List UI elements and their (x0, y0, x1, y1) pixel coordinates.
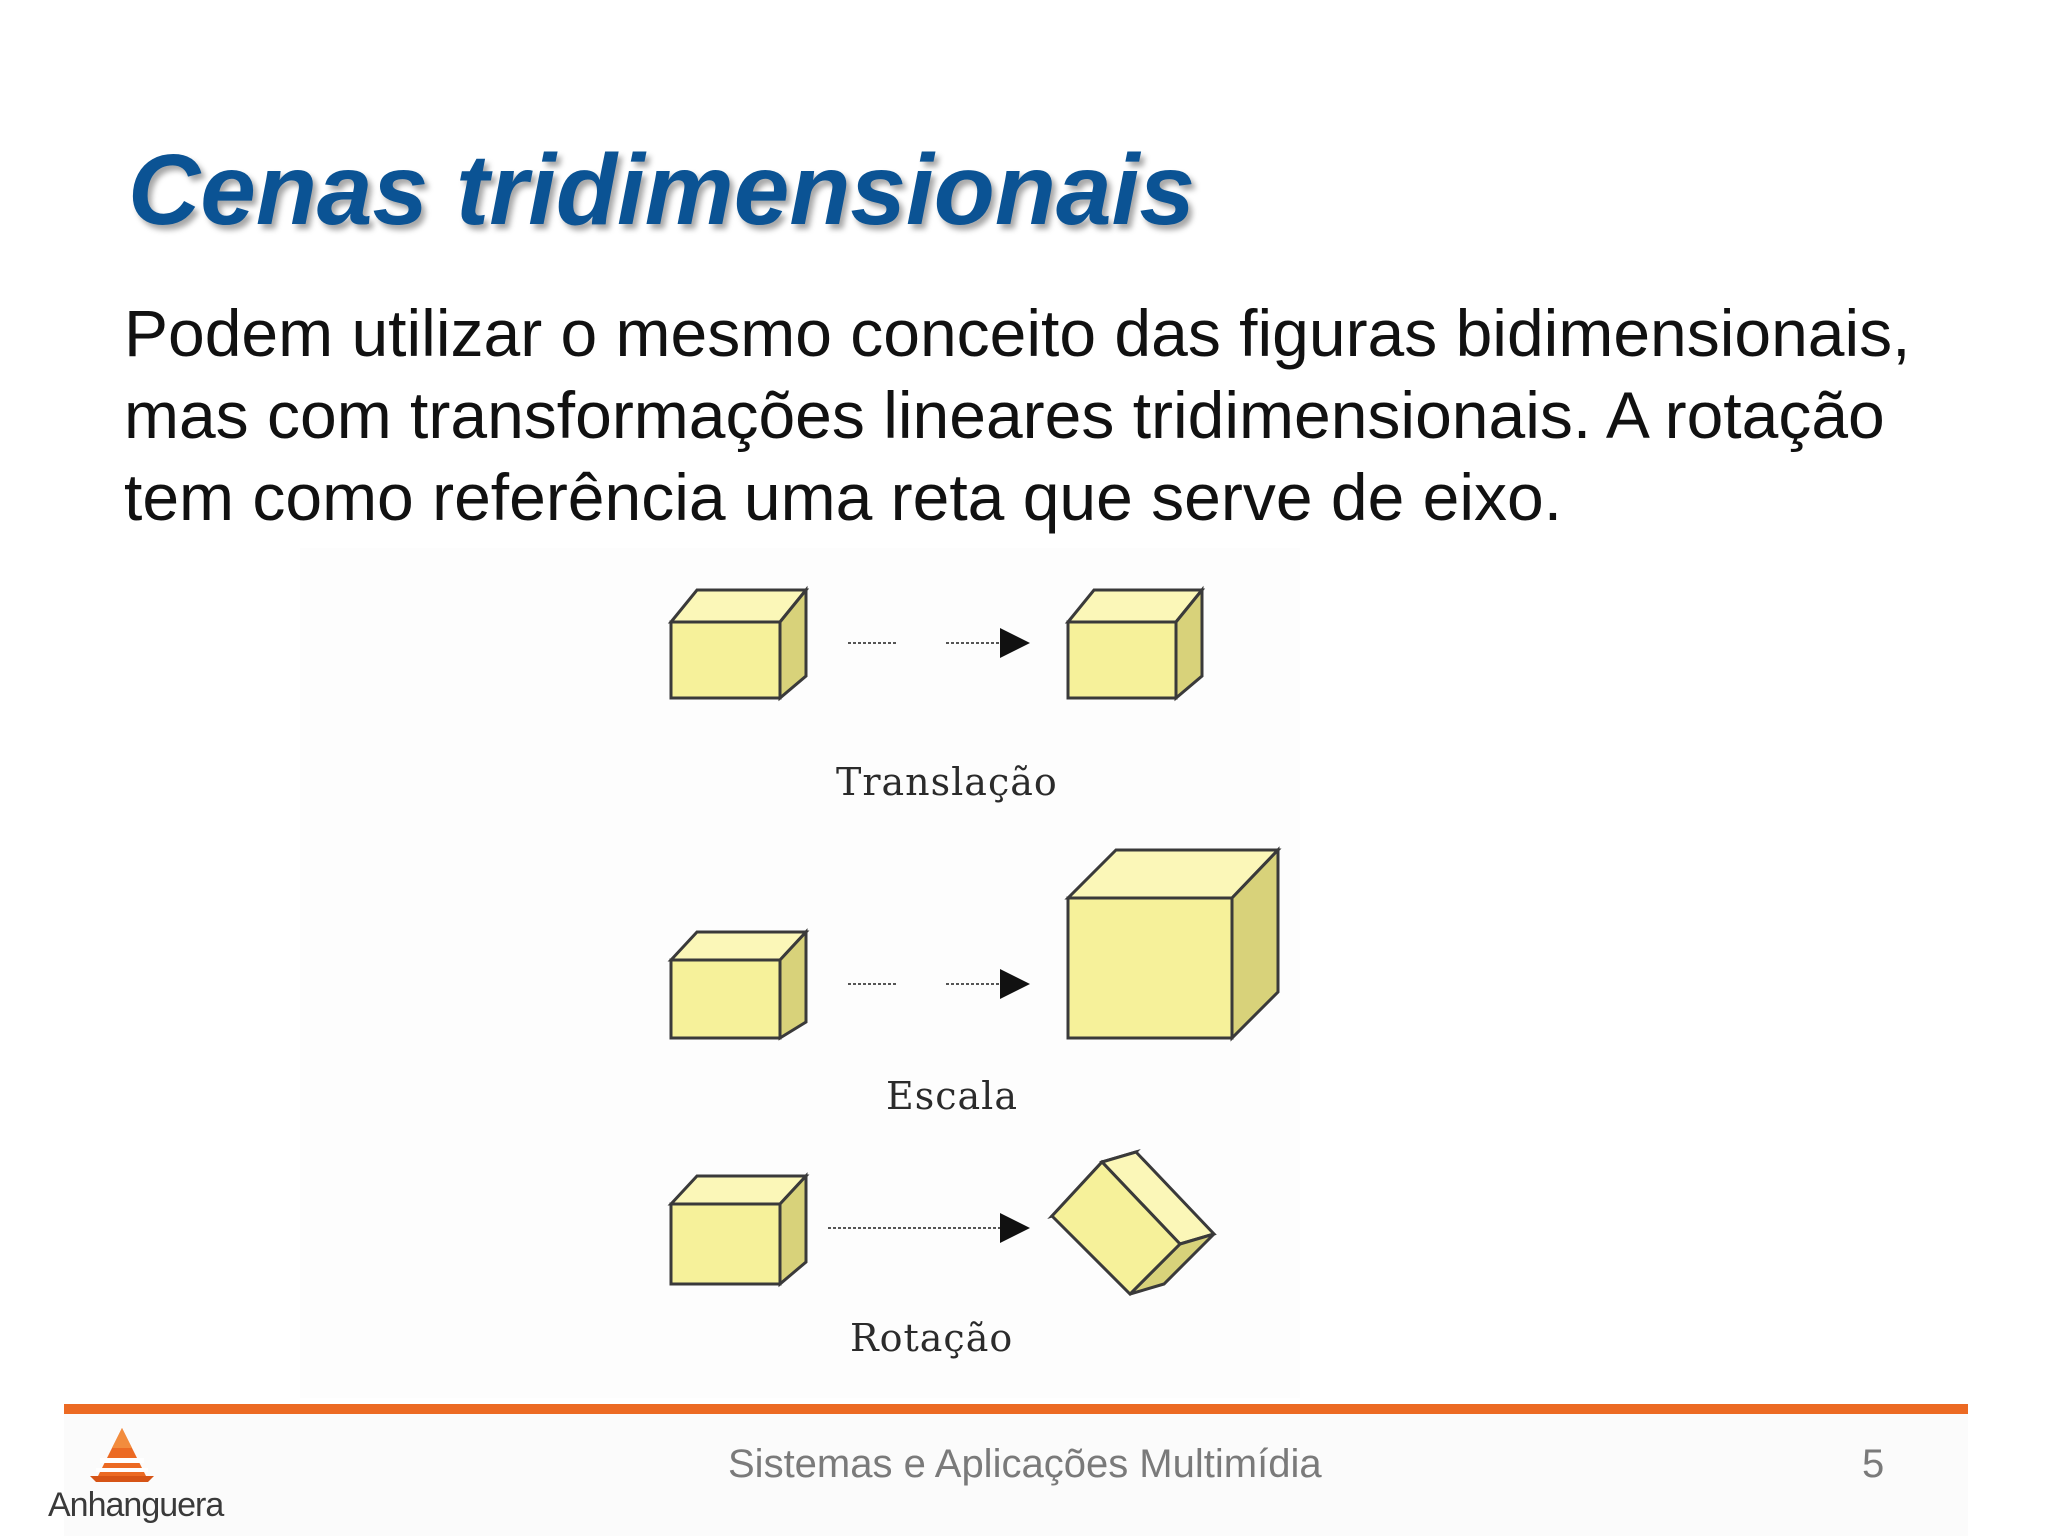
slide-title: Cenas tridimensionais (128, 134, 1195, 246)
scale-label: Escala (886, 1074, 1018, 1118)
translation-label: Translação (836, 760, 1058, 804)
footer-divider (64, 1404, 1968, 1414)
footer-course-title: Sistemas e Aplicações Multimídia (728, 1442, 1322, 1486)
scale-arrow-right-icon (1000, 969, 1030, 999)
page-number: 5 (1862, 1442, 1885, 1486)
scale-source-cube-icon (667, 928, 810, 1041)
translation-arrow-right-icon (1000, 628, 1030, 658)
rotation-target-cube-icon (1047, 1149, 1217, 1297)
scale-target-cube-icon (1064, 846, 1282, 1042)
footer-background (64, 1414, 1968, 1536)
logo-text: Anhanguera (48, 1486, 224, 1524)
rotation-label: Rotação (850, 1316, 1014, 1360)
transformations-figure: Translação Escala Rotação (300, 548, 1300, 1398)
rotation-arrow-right-icon (1000, 1213, 1030, 1243)
anhanguera-logo-icon (90, 1428, 154, 1482)
slide-body-text: Podem utilizar o mesmo conceito das figu… (124, 296, 1911, 534)
anhanguera-logo: Anhanguera (44, 1424, 224, 1536)
translation-target-cube-icon (1064, 585, 1206, 702)
rotation-source-cube-icon (667, 1172, 810, 1288)
translation-source-cube-icon (667, 585, 810, 702)
transformations-illustration (667, 585, 1282, 1297)
